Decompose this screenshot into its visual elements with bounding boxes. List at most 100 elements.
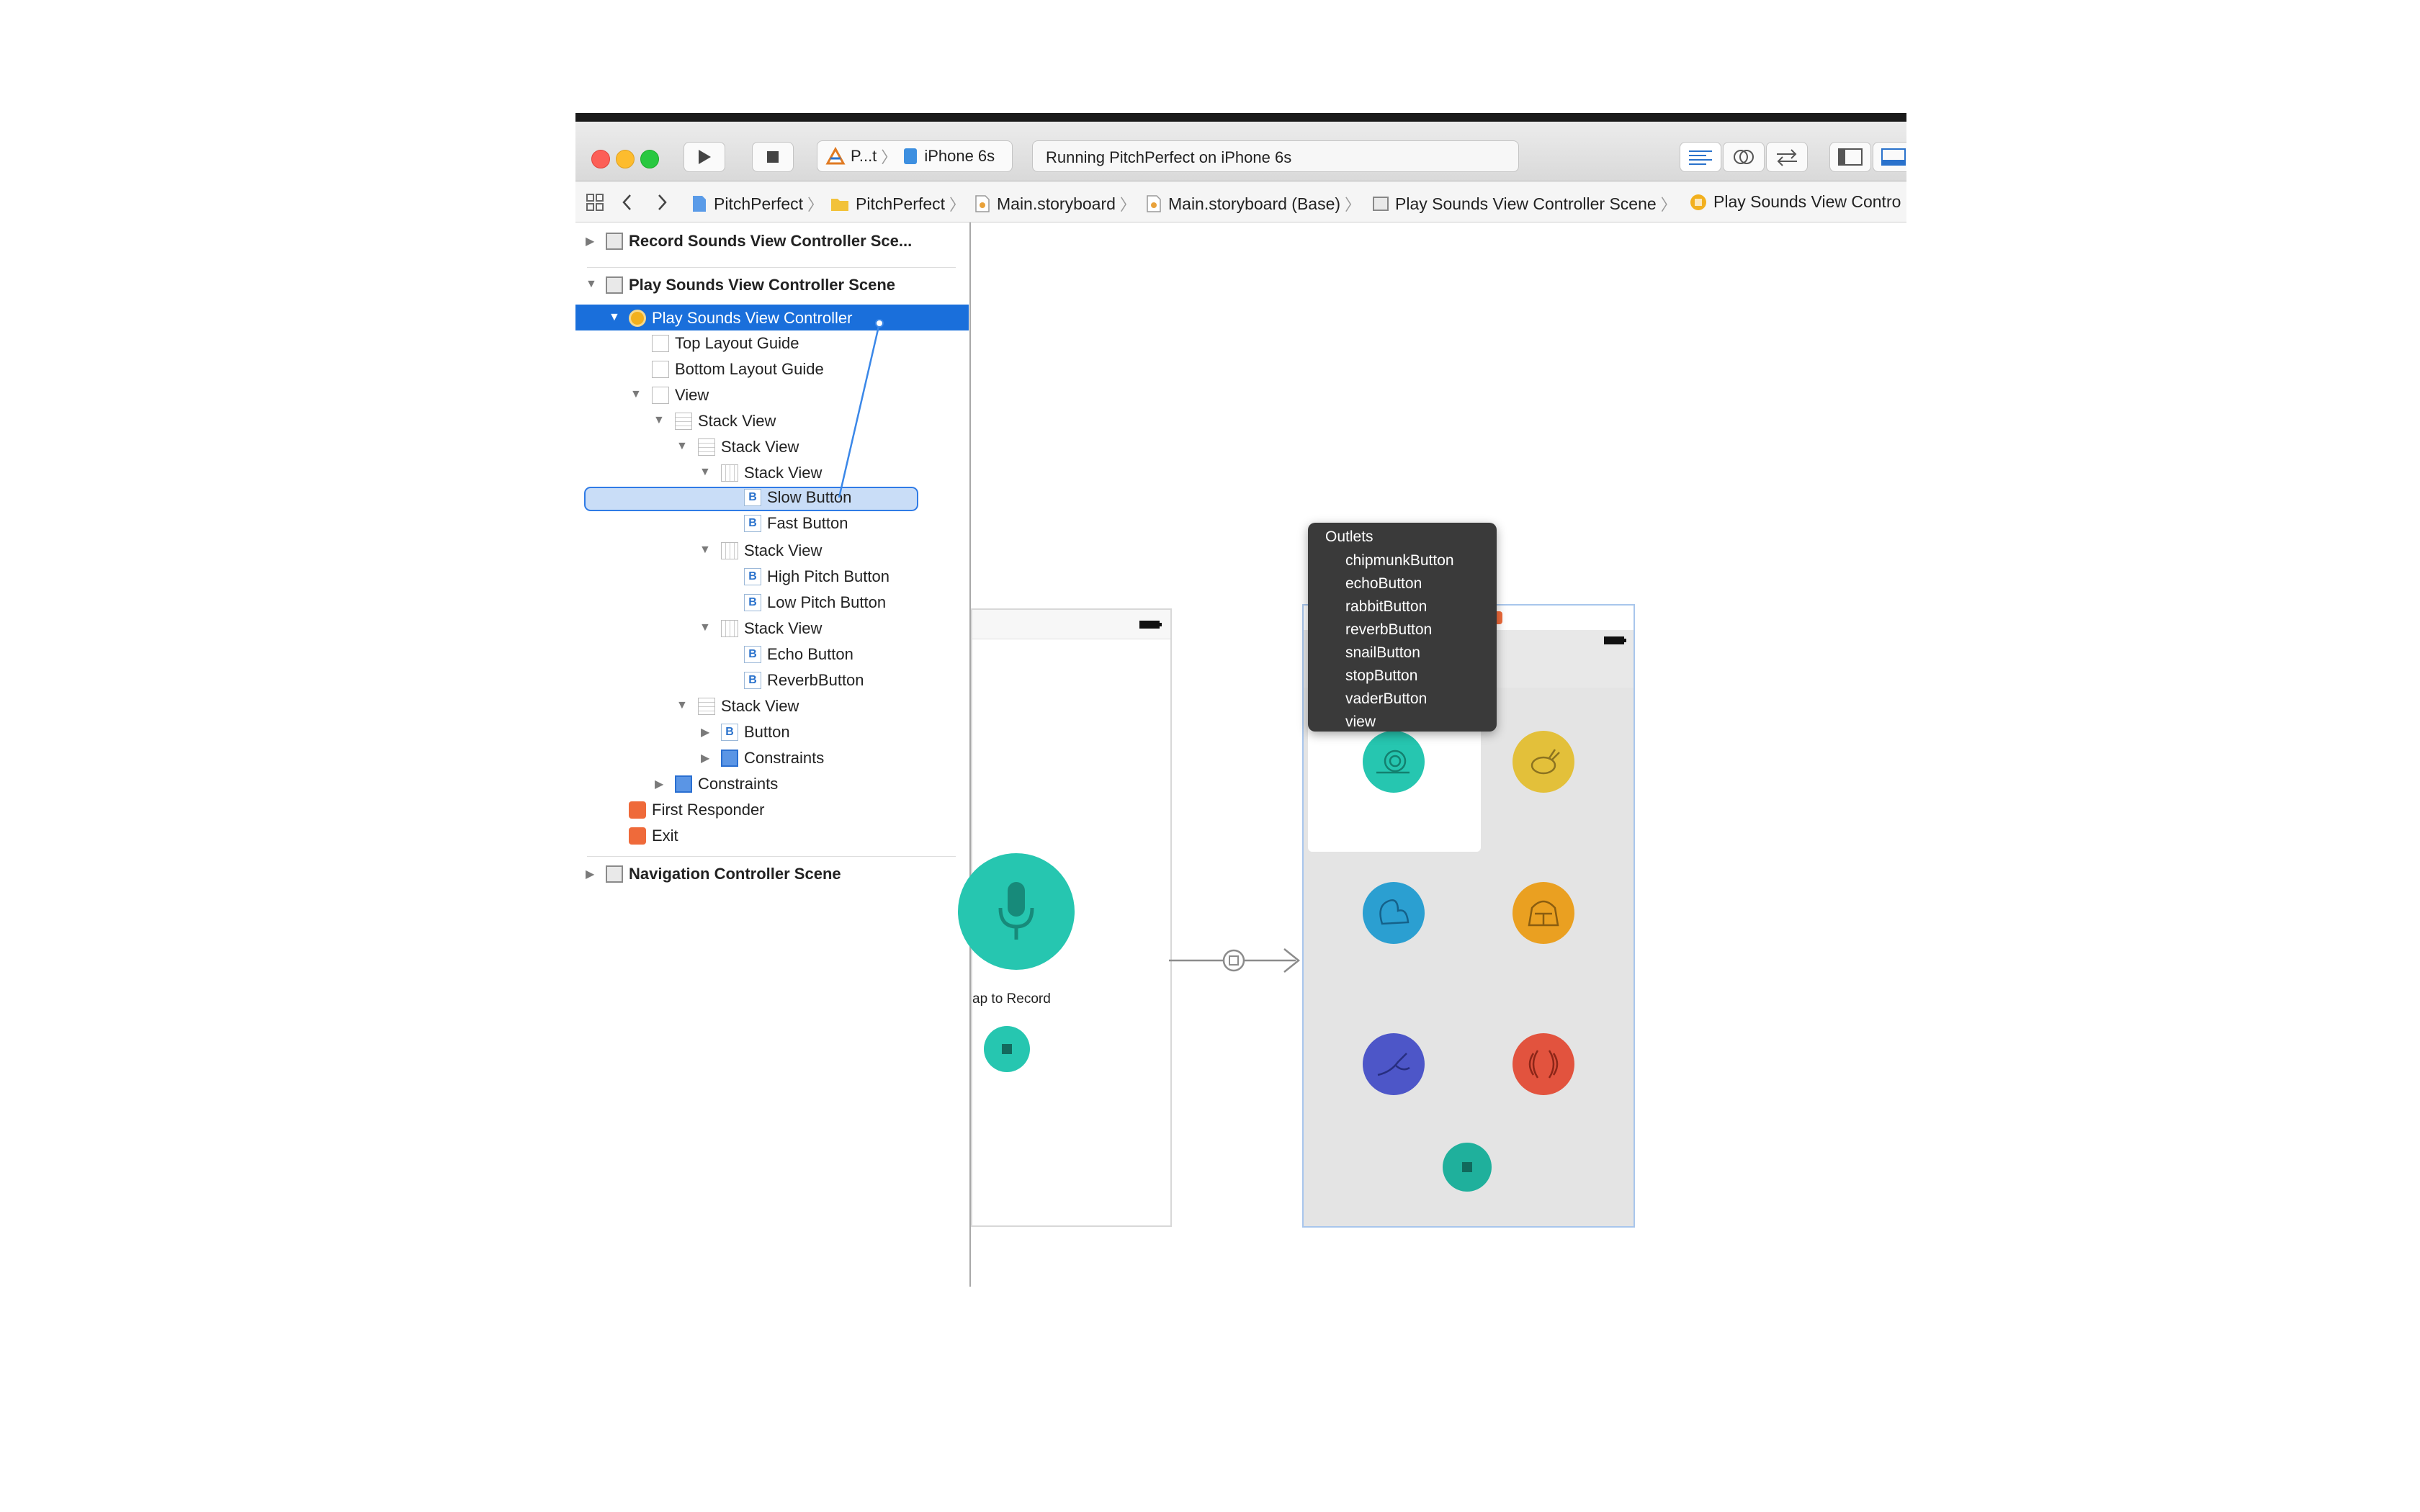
outline-stack-view[interactable]: Stack View — [721, 616, 822, 642]
outlet-rabbit-button[interactable]: rabbitButton — [1345, 598, 1428, 615]
outline-play-scene[interactable]: Play Sounds View Controller Scene — [606, 272, 895, 298]
storyboard-canvas: ap to Record — [958, 222, 1906, 1287]
zoom-window-button[interactable] — [640, 150, 659, 168]
echo-button[interactable] — [1363, 1033, 1425, 1095]
chevron-right-icon: 〉 — [1660, 196, 1677, 214]
disclosure-closed-icon[interactable]: ▶ — [586, 868, 595, 881]
outlet-snail-button[interactable]: snailButton — [1345, 644, 1420, 661]
outline-play-vc[interactable]: ▼ Play Sounds View Controller — [575, 305, 969, 330]
crumb-label: PitchPerfect — [714, 194, 803, 213]
stop-recording-button[interactable] — [984, 1026, 1030, 1072]
crumb-storyboard[interactable]: Main.storyboard 〉 — [974, 192, 1140, 215]
stop-icon — [767, 151, 779, 163]
outline-bottom-layout-guide[interactable]: Bottom Layout Guide — [652, 356, 824, 382]
assistant-editor-button[interactable] — [1723, 142, 1765, 172]
disclosure-open-icon[interactable]: ▼ — [653, 414, 665, 426]
version-editor-button[interactable] — [1766, 142, 1808, 172]
stop-playback-button[interactable] — [1443, 1143, 1492, 1192]
button-icon: B — [744, 594, 761, 611]
button-icon: B — [744, 568, 761, 585]
outline-high-pitch-button[interactable]: B High Pitch Button — [744, 564, 889, 590]
crumb-storyboard-base[interactable]: Main.storyboard (Base) 〉 — [1145, 192, 1365, 215]
device-name: iPhone 6s — [924, 147, 995, 165]
disclosure-open-icon[interactable]: ▼ — [586, 278, 597, 290]
crumb-view-controller[interactable]: Play Sounds View Contro — [1689, 192, 1901, 212]
scheme-selector[interactable]: P...t 〉 iPhone 6s — [817, 140, 1013, 172]
outline-slow-button[interactable]: B Slow Button — [744, 485, 851, 510]
reverb-button[interactable] — [1512, 1033, 1574, 1095]
debug-area-toggle-button[interactable] — [1873, 142, 1906, 172]
outline-echo-button[interactable]: B Echo Button — [744, 642, 853, 667]
outline-first-responder[interactable]: First Responder — [629, 797, 765, 823]
outline-nav-scene[interactable]: Navigation Controller Scene — [606, 861, 841, 887]
menu-bar-strip — [575, 113, 1906, 122]
stack-view-icon — [698, 698, 715, 715]
stop-button[interactable] — [752, 142, 794, 172]
segue-arrow[interactable] — [1169, 939, 1306, 982]
outline-record-scene[interactable]: Record Sounds View Controller Sce... — [606, 228, 912, 254]
outlet-vader-button[interactable]: vaderButton — [1345, 690, 1428, 707]
button-icon: B — [744, 489, 761, 506]
close-window-button[interactable] — [591, 150, 610, 168]
outline-stack-view[interactable]: Stack View — [675, 408, 776, 434]
outlet-echo-button[interactable]: echoButton — [1345, 575, 1422, 592]
disclosure-open-icon[interactable]: ▼ — [699, 544, 711, 556]
run-button[interactable] — [684, 142, 725, 172]
snail-button[interactable] — [1363, 731, 1425, 793]
outline-constraints[interactable]: Constraints — [721, 745, 824, 771]
rabbit-button[interactable] — [1512, 731, 1574, 793]
forward-chevron-icon[interactable] — [655, 193, 669, 212]
outlet-view[interactable]: view — [1345, 714, 1376, 730]
outlet-stop-button[interactable]: stopButton — [1345, 667, 1418, 684]
disclosure-open-icon[interactable]: ▼ — [609, 311, 620, 323]
outline-stack-view[interactable]: Stack View — [698, 434, 799, 460]
canvas-divider — [969, 222, 971, 1287]
outline-label: Constraints — [744, 749, 825, 767]
disclosure-open-icon[interactable]: ▼ — [699, 621, 711, 634]
outline-stack-view[interactable]: Stack View — [721, 538, 822, 564]
standard-editor-button[interactable] — [1680, 142, 1721, 172]
crumb-project[interactable]: PitchPerfect 〉 — [691, 192, 828, 215]
outline-exit[interactable]: Exit — [629, 823, 678, 849]
layout-guide-icon — [652, 335, 669, 352]
outline-view[interactable]: View — [652, 382, 709, 408]
outline-stack-view[interactable]: Stack View — [698, 693, 799, 719]
chevron-right-icon: 〉 — [1119, 196, 1136, 214]
disclosure-open-icon[interactable]: ▼ — [676, 440, 688, 452]
back-chevron-icon[interactable] — [620, 193, 635, 212]
minimize-window-button[interactable] — [616, 150, 635, 168]
crumb-group[interactable]: PitchPerfect 〉 — [830, 192, 969, 215]
outline-constraints[interactable]: Constraints — [675, 771, 778, 797]
record-scene-preview[interactable]: ap to Record — [958, 608, 1172, 1227]
outline-stop-button[interactable]: B Button — [721, 719, 790, 745]
disclosure-closed-icon[interactable]: ▶ — [655, 778, 664, 791]
disclosure-closed-icon[interactable]: ▶ — [701, 726, 710, 739]
disclosure-closed-icon[interactable]: ▶ — [586, 235, 595, 248]
outlet-reverb-button[interactable]: reverbButton — [1345, 621, 1433, 638]
bird-icon — [1377, 1053, 1410, 1076]
disclosure-open-icon[interactable]: ▼ — [676, 699, 688, 711]
vader-button[interactable] — [1512, 882, 1574, 944]
connection-drag-line — [838, 319, 884, 498]
outline-label: Play Sounds View Controller Scene — [629, 276, 896, 294]
scene-icon — [606, 865, 623, 883]
disclosure-open-icon[interactable]: ▼ — [699, 466, 711, 478]
navigator-toggle-button[interactable] — [1829, 142, 1871, 172]
outline-label: Stack View — [744, 619, 823, 637]
outline-top-layout-guide[interactable]: Top Layout Guide — [652, 330, 799, 356]
chipmunk-button[interactable] — [1363, 882, 1425, 944]
disclosure-open-icon[interactable]: ▼ — [630, 388, 642, 400]
outline-label: Fast Button — [767, 514, 848, 532]
outline-separator — [587, 267, 956, 268]
outlet-chipmunk-button[interactable]: chipmunkButton — [1345, 552, 1454, 569]
disclosure-closed-icon[interactable]: ▶ — [701, 752, 710, 765]
xcode-window: P...t 〉 iPhone 6s Running PitchPerfect o… — [575, 113, 1906, 1287]
outline-label: Button — [744, 723, 790, 741]
related-items-grid-icon[interactable] — [586, 193, 606, 212]
outline-stack-view[interactable]: Stack View — [721, 460, 822, 486]
outline-low-pitch-button[interactable]: B Low Pitch Button — [744, 590, 886, 616]
outline-reverb-button[interactable]: B ReverbButton — [744, 667, 864, 693]
outline-fast-button[interactable]: B Fast Button — [744, 510, 848, 536]
record-button[interactable] — [958, 853, 1075, 970]
crumb-scene[interactable]: Play Sounds View Controller Scene 〉 — [1372, 192, 1681, 215]
